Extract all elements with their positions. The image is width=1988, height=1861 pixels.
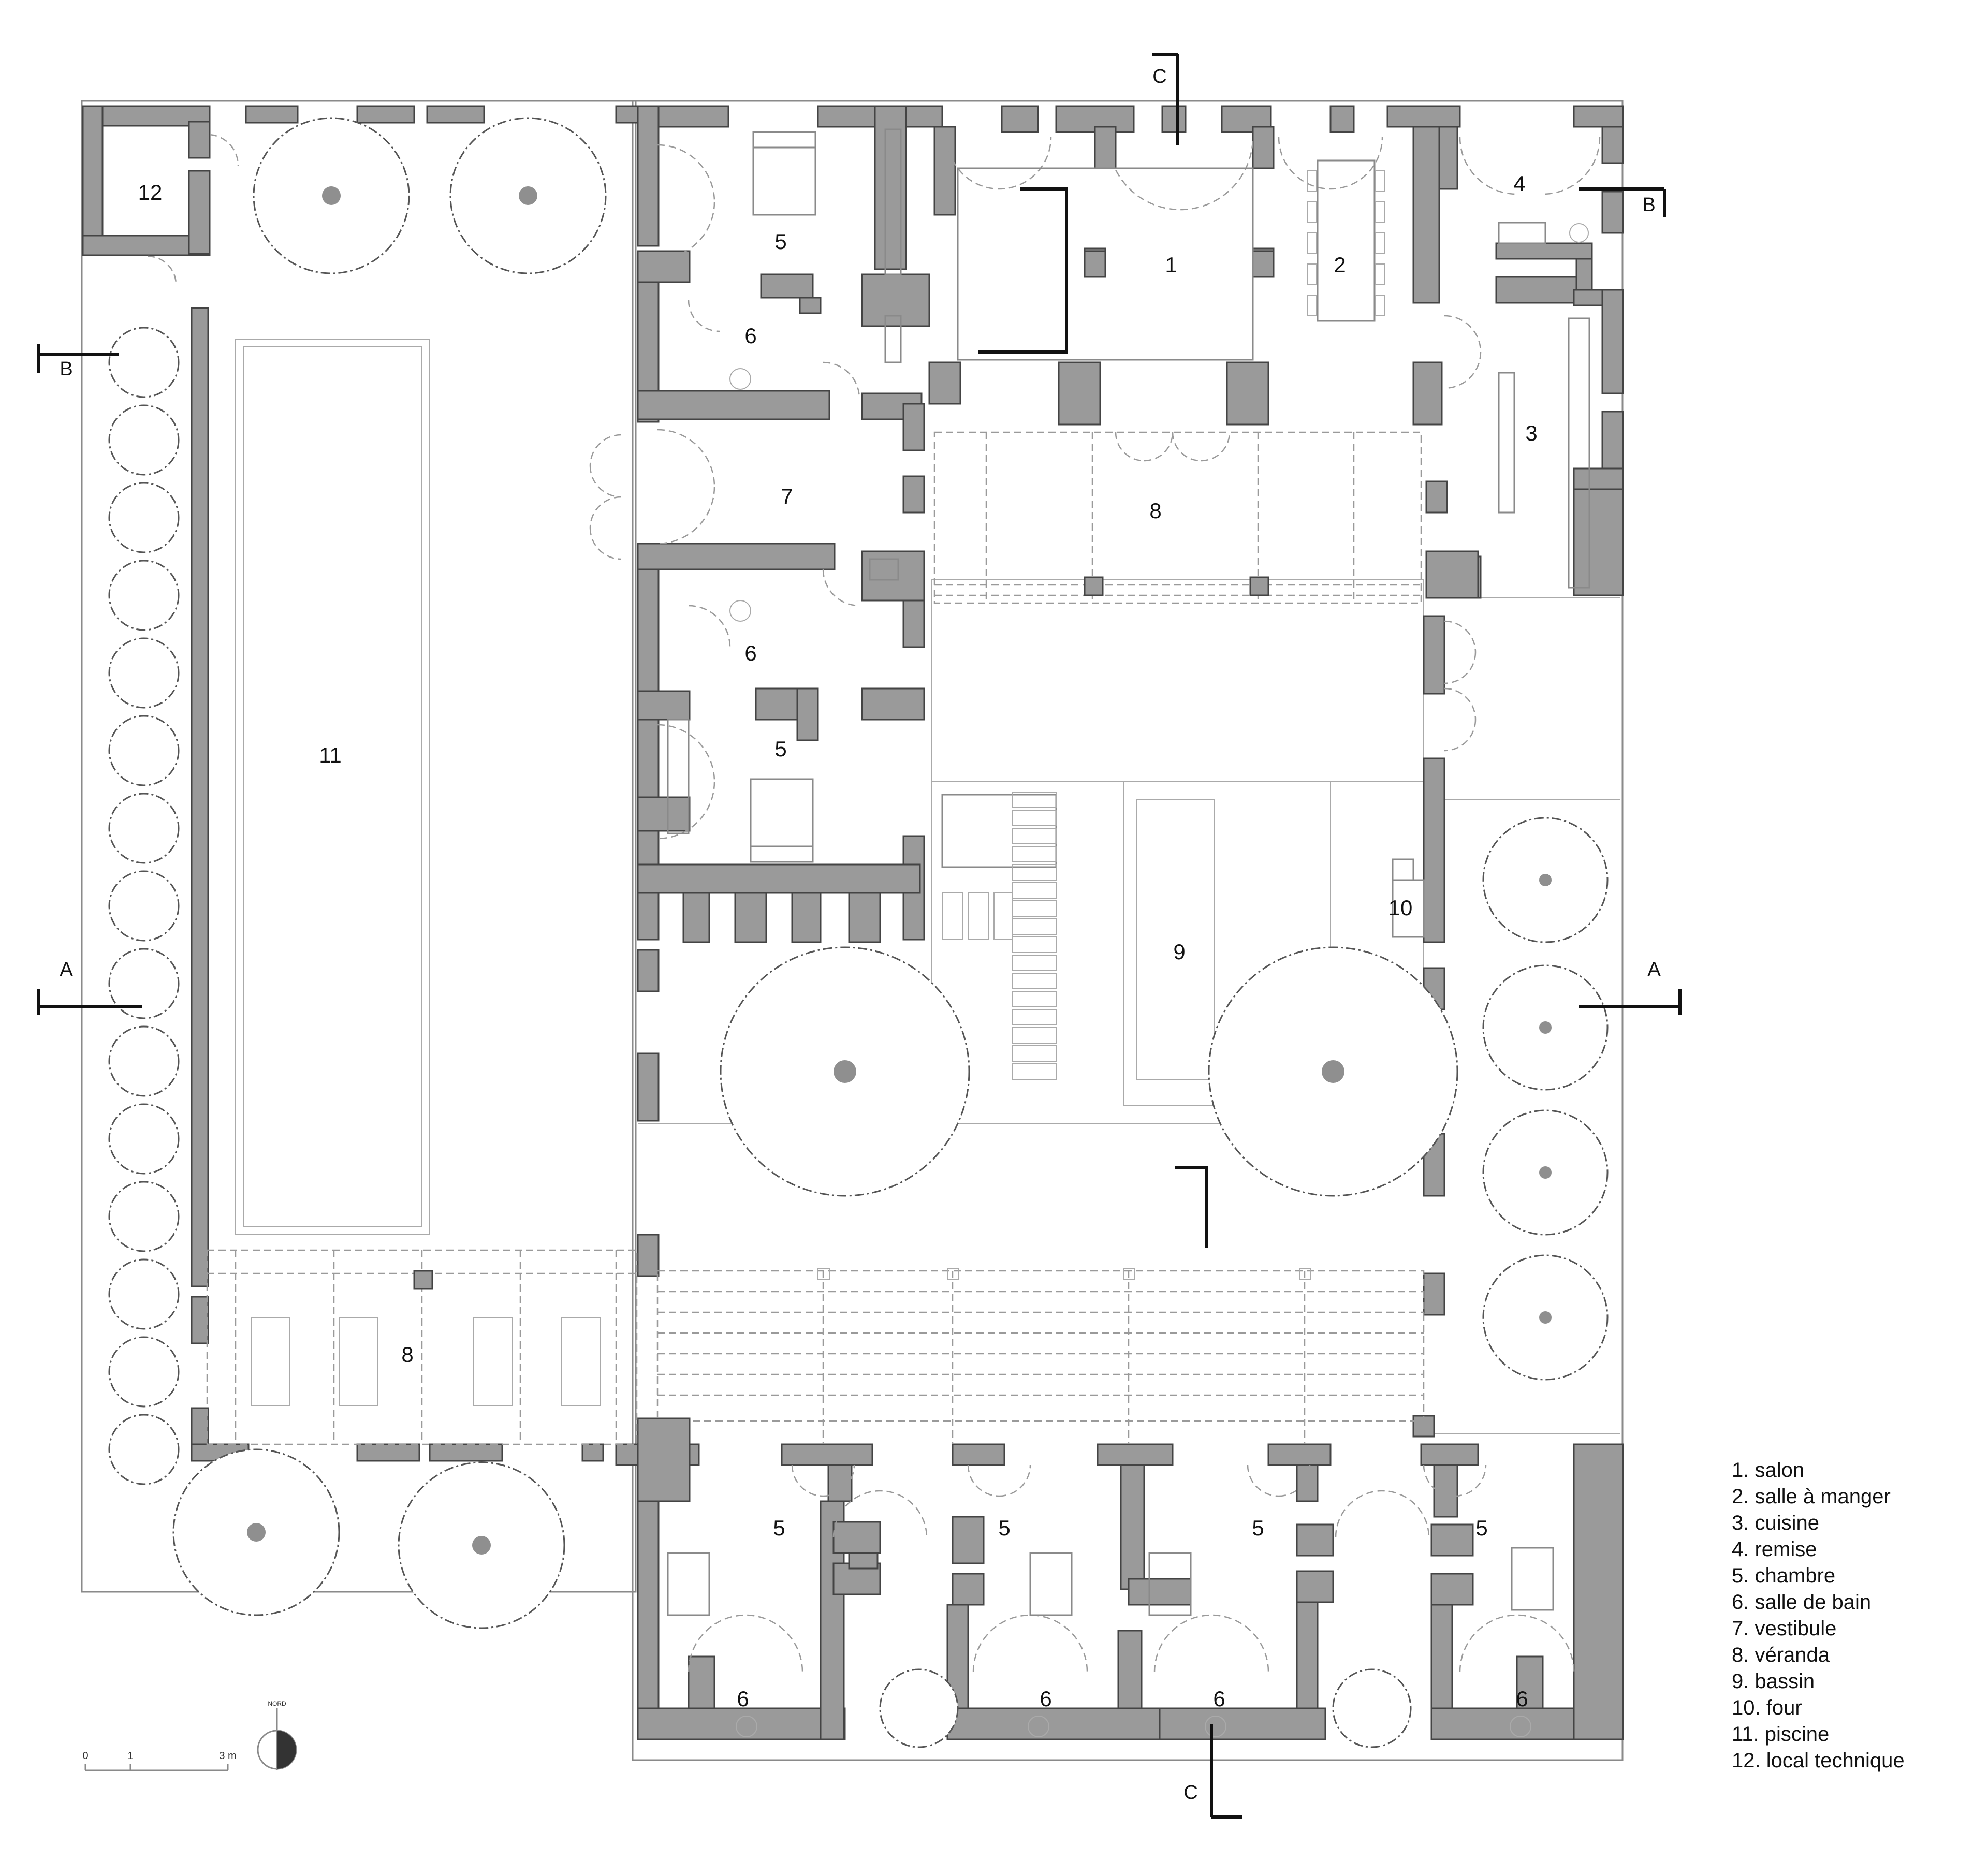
legend-item: 9. bassin (1732, 1670, 1815, 1693)
room-label-four: 10 (1388, 896, 1413, 920)
scale-bar: 0 1 3 m (82, 1750, 237, 1771)
legend-item: 4. remise (1732, 1538, 1817, 1561)
scale-label-1: 1 (127, 1750, 133, 1762)
section-marker-b-left: B (60, 358, 72, 380)
section-marker-a-left: A (60, 959, 73, 980)
legend-item: 1. salon (1732, 1459, 1805, 1482)
legend-item: 11. piscine (1732, 1723, 1830, 1746)
legend-item: 10. four (1732, 1696, 1802, 1719)
room-label-piscine: 11 (319, 743, 342, 767)
room-label-remise: 4 (1513, 171, 1525, 196)
room-label-chambre: 5 (998, 1516, 1010, 1540)
legend-item: 7. vestibule (1732, 1617, 1837, 1640)
scale-label-3m: 3 m (219, 1750, 236, 1762)
room-labels: 1 2 3 4 5 5 5 5 5 5 6 6 6 6 6 6 7 8 8 9 … (138, 171, 1538, 1711)
room-label-vestibule: 7 (781, 484, 793, 508)
legend-item: 12. local technique (1732, 1749, 1905, 1772)
wardrobes (667, 128, 902, 834)
tree-small (879, 1668, 959, 1748)
tree-medium (1482, 817, 1609, 943)
room-label-salle-de-bain: 6 (1040, 1687, 1051, 1711)
section-marker-labels: A A B B C C (60, 66, 1661, 1804)
section-marker-a-right: A (1647, 959, 1661, 980)
legend-item: 2. salle à manger (1732, 1485, 1891, 1508)
room-label-salle-de-bain: 6 (737, 1687, 749, 1711)
scale-label-0: 0 (82, 1750, 88, 1762)
section-marker-c-bottom: C (1183, 1782, 1197, 1804)
room-label-chambre: 5 (774, 737, 786, 761)
room-label-salle-a-manger: 2 (1334, 253, 1346, 277)
section-marker-b-right: B (1642, 194, 1655, 216)
room-label-salle-de-bain: 6 (1516, 1687, 1528, 1711)
room-label-veranda: 8 (1149, 499, 1161, 523)
room-label-salle-de-bain: 6 (744, 324, 756, 348)
tree-small (1332, 1668, 1412, 1748)
tree-large (1208, 946, 1458, 1197)
room-label-chambre: 5 (773, 1516, 785, 1540)
north-arrow: NORD (257, 1700, 297, 1770)
trees (108, 117, 1609, 1748)
dining-chairs (1307, 170, 1385, 316)
legend-item: 6. salle de bain (1732, 1591, 1872, 1614)
section-cuts (37, 53, 1682, 1819)
steps (942, 792, 1057, 1080)
room-label-local-technique: 12 (138, 180, 163, 204)
room-label-veranda: 8 (401, 1342, 413, 1367)
sun-loungers (251, 1317, 601, 1406)
tree-medium (1482, 1254, 1609, 1381)
room-label-chambre: 5 (774, 229, 786, 254)
legend-item: 3. cuisine (1732, 1512, 1819, 1534)
basins (729, 223, 1589, 1737)
room-label-bassin: 9 (1173, 940, 1185, 964)
tree-large (172, 1448, 340, 1616)
tree-large (720, 946, 970, 1197)
tree-medium (1482, 964, 1609, 1091)
north-label: NORD (268, 1700, 286, 1707)
room-label-salle-de-bain: 6 (744, 641, 756, 665)
tree-medium (1482, 1109, 1609, 1236)
legend: 1. salon 2. salle à manger 3. cuisine 4.… (1732, 1457, 1905, 1774)
room-label-chambre: 5 (1252, 1516, 1264, 1540)
hedge-trees (108, 327, 180, 1485)
furniture (251, 128, 1590, 1737)
room-label-chambre: 5 (1475, 1516, 1487, 1540)
walls (82, 105, 1624, 1740)
tree-large (253, 117, 410, 274)
tree-large (398, 1461, 565, 1629)
room-label-cuisine: 3 (1525, 421, 1537, 445)
room-label-salon: 1 (1165, 253, 1177, 277)
legend-item: 5. chambre (1732, 1564, 1836, 1587)
veranda-grids (206, 431, 1425, 1445)
tree-large (449, 117, 607, 274)
room-label-salle-de-bain: 6 (1213, 1687, 1225, 1711)
legend-item: 8. véranda (1732, 1644, 1830, 1666)
section-marker-c-top: C (1152, 66, 1166, 87)
door-swings (147, 134, 1601, 1673)
